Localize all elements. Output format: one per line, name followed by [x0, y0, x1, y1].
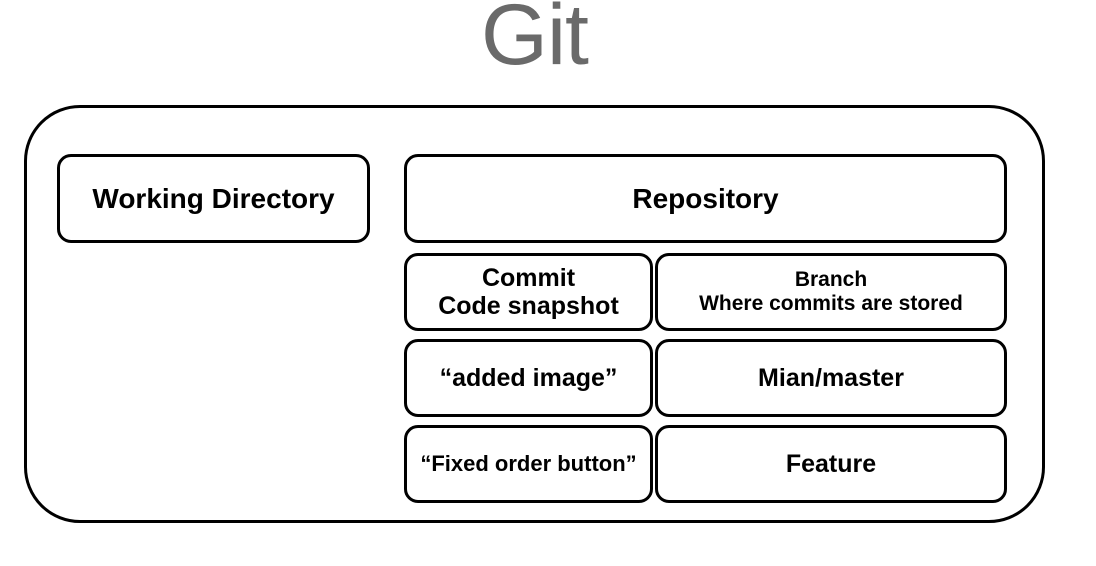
feature-branch-cell: Feature	[655, 425, 1007, 503]
feature-branch-label: Feature	[785, 450, 877, 478]
branch-cell-line2: Where commits are stored	[699, 292, 963, 315]
commit-message-fixed-order-button-label: “Fixed order button”	[420, 450, 637, 476]
main-master-branch-label: Mian/master	[758, 364, 904, 392]
commit-cell-line1: Commit	[481, 264, 576, 292]
main-master-branch-cell: Mian/master	[655, 339, 1007, 417]
repository-label: Repository	[632, 182, 779, 214]
commit-cell-line2: Code snapshot	[438, 292, 619, 320]
working-directory-box: Working Directory	[57, 154, 370, 243]
branch-cell: Branch Where commits are stored	[655, 253, 1007, 331]
diagram-title: Git	[481, 0, 589, 83]
commit-message-added-image-label: “added image”	[439, 364, 618, 392]
branch-cell-line1: Branch	[794, 268, 868, 292]
repository-box: Repository	[404, 154, 1007, 243]
commit-cell: Commit Code snapshot	[404, 253, 653, 331]
commit-message-added-image-cell: “added image”	[404, 339, 653, 417]
working-directory-label: Working Directory	[92, 182, 335, 214]
commit-message-fixed-order-button-cell: “Fixed order button”	[404, 425, 653, 503]
